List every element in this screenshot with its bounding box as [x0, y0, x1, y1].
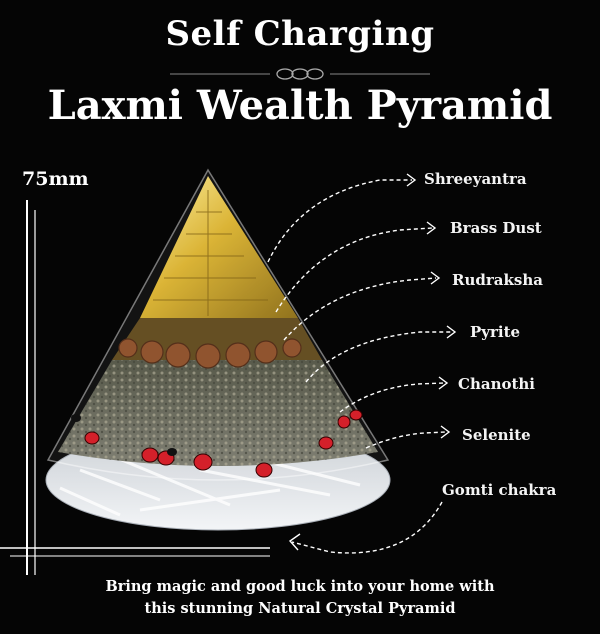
pointer-pyrite	[305, 331, 452, 383]
label-selenite: Selenite	[462, 426, 531, 444]
title-laxmi-wealth-pyramid: Laxmi Wealth Pyramid	[47, 82, 553, 129]
shreeyantra-gold	[140, 176, 298, 318]
label-brass-dust: Brass Dust	[450, 219, 542, 237]
tagline: Bring magic and good luck into your home…	[0, 576, 600, 620]
pointer-brass-dust	[275, 227, 433, 313]
label-pyrite: Pyrite	[470, 323, 521, 341]
label-chanothi: Chanothi	[458, 375, 536, 393]
height-label: 75mm	[22, 168, 89, 190]
title-self-charging: Self Charging	[165, 14, 435, 54]
pointer-chanothi	[339, 382, 445, 413]
title-divider-ornament	[170, 68, 430, 80]
tagline-line-1: Bring magic and good luck into your home…	[105, 578, 495, 595]
rudraksha-beads	[118, 338, 302, 369]
pointer-rudraksha	[283, 277, 437, 341]
pointer-gomti-chakra	[291, 501, 443, 554]
tagline-line-2: this stunning Natural Crystal Pyramid	[144, 600, 456, 617]
label-gomti-chakra: Gomti chakra	[442, 481, 557, 499]
label-shreeyantra: Shreeyantra	[424, 170, 527, 188]
label-rudraksha: Rudraksha	[452, 271, 543, 289]
pointer-shreeyantra	[267, 179, 412, 263]
crystal-cone	[46, 168, 390, 481]
